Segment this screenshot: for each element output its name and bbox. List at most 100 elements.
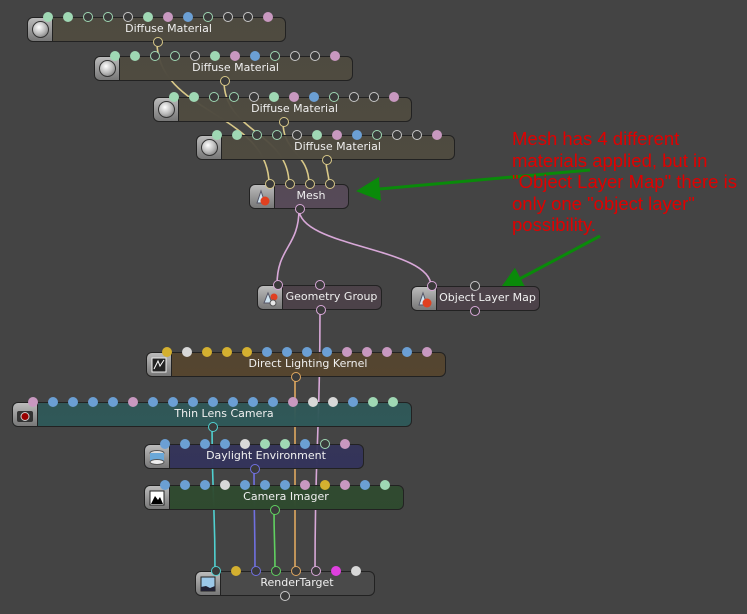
input-pin[interactable] bbox=[211, 566, 221, 576]
node-dm2[interactable]: Diffuse Material bbox=[94, 51, 353, 86]
input-pin[interactable] bbox=[312, 130, 322, 140]
node-dm1[interactable]: Diffuse Material bbox=[27, 12, 286, 47]
input-pin[interactable] bbox=[282, 347, 292, 357]
input-pin[interactable] bbox=[262, 347, 272, 357]
input-pin[interactable] bbox=[160, 439, 170, 449]
node-mesh[interactable]: Mesh bbox=[249, 179, 349, 214]
input-pin[interactable] bbox=[330, 51, 340, 61]
node-day[interactable]: Daylight Environment bbox=[144, 439, 364, 474]
input-pin[interactable] bbox=[222, 347, 232, 357]
input-pin[interactable] bbox=[320, 439, 330, 449]
input-pin[interactable] bbox=[200, 480, 210, 490]
input-pin[interactable] bbox=[223, 12, 233, 22]
input-pin[interactable] bbox=[331, 566, 341, 576]
input-pin[interactable] bbox=[300, 480, 310, 490]
input-pin[interactable] bbox=[270, 51, 280, 61]
input-pin[interactable] bbox=[148, 397, 158, 407]
input-pin[interactable] bbox=[243, 12, 253, 22]
input-pin[interactable] bbox=[265, 179, 275, 189]
input-pin[interactable] bbox=[168, 397, 178, 407]
input-pin[interactable] bbox=[310, 51, 320, 61]
input-pin[interactable] bbox=[382, 347, 392, 357]
input-pin[interactable] bbox=[203, 12, 213, 22]
input-pin[interactable] bbox=[285, 179, 295, 189]
input-pin[interactable] bbox=[349, 92, 359, 102]
input-pin[interactable] bbox=[200, 439, 210, 449]
input-pin[interactable] bbox=[209, 92, 219, 102]
node-tlc[interactable]: Thin Lens Camera bbox=[12, 397, 412, 432]
input-pin[interactable] bbox=[432, 130, 442, 140]
input-pin[interactable] bbox=[170, 51, 180, 61]
input-pin[interactable] bbox=[470, 281, 480, 291]
input-pin[interactable] bbox=[162, 347, 172, 357]
input-pin[interactable] bbox=[422, 347, 432, 357]
input-pin[interactable] bbox=[250, 51, 260, 61]
output-pin[interactable] bbox=[316, 305, 326, 315]
input-pin[interactable] bbox=[150, 51, 160, 61]
input-pin[interactable] bbox=[340, 480, 350, 490]
input-pin[interactable] bbox=[315, 280, 325, 290]
input-pin[interactable] bbox=[368, 397, 378, 407]
input-pin[interactable] bbox=[305, 179, 315, 189]
input-pin[interactable] bbox=[183, 12, 193, 22]
input-pin[interactable] bbox=[311, 566, 321, 576]
input-pin[interactable] bbox=[329, 92, 339, 102]
input-pin[interactable] bbox=[43, 12, 53, 22]
input-pin[interactable] bbox=[360, 480, 370, 490]
input-pin[interactable] bbox=[300, 439, 310, 449]
input-pin[interactable] bbox=[260, 480, 270, 490]
input-pin[interactable] bbox=[412, 130, 422, 140]
input-pin[interactable] bbox=[83, 12, 93, 22]
input-pin[interactable] bbox=[260, 439, 270, 449]
input-pin[interactable] bbox=[251, 566, 261, 576]
input-pin[interactable] bbox=[273, 280, 283, 290]
input-pin[interactable] bbox=[380, 480, 390, 490]
input-pin[interactable] bbox=[128, 397, 138, 407]
input-pin[interactable] bbox=[220, 439, 230, 449]
input-pin[interactable] bbox=[229, 92, 239, 102]
output-pin[interactable] bbox=[470, 306, 480, 316]
input-pin[interactable] bbox=[232, 130, 242, 140]
node-dm3[interactable]: Diffuse Material bbox=[153, 92, 412, 127]
input-pin[interactable] bbox=[63, 12, 73, 22]
input-pin[interactable] bbox=[68, 397, 78, 407]
input-pin[interactable] bbox=[48, 397, 58, 407]
input-pin[interactable] bbox=[212, 130, 222, 140]
input-pin[interactable] bbox=[272, 130, 282, 140]
input-pin[interactable] bbox=[108, 397, 118, 407]
output-pin[interactable] bbox=[295, 204, 305, 214]
output-pin[interactable] bbox=[280, 591, 290, 601]
input-pin[interactable] bbox=[202, 347, 212, 357]
input-pin[interactable] bbox=[292, 130, 302, 140]
input-pin[interactable] bbox=[302, 347, 312, 357]
input-pin[interactable] bbox=[220, 480, 230, 490]
output-pin[interactable] bbox=[153, 37, 163, 47]
input-pin[interactable] bbox=[188, 397, 198, 407]
input-pin[interactable] bbox=[291, 566, 301, 576]
input-pin[interactable] bbox=[88, 397, 98, 407]
input-pin[interactable] bbox=[28, 397, 38, 407]
input-pin[interactable] bbox=[248, 397, 258, 407]
input-pin[interactable] bbox=[348, 397, 358, 407]
node-rt[interactable]: RenderTarget bbox=[195, 566, 375, 601]
input-pin[interactable] bbox=[280, 480, 290, 490]
input-pin[interactable] bbox=[369, 92, 379, 102]
input-pin[interactable] bbox=[309, 92, 319, 102]
input-pin[interactable] bbox=[372, 130, 382, 140]
node-gg[interactable]: Geometry Group bbox=[257, 280, 382, 315]
input-pin[interactable] bbox=[392, 130, 402, 140]
output-pin[interactable] bbox=[270, 505, 280, 515]
output-pin[interactable] bbox=[322, 155, 332, 165]
input-pin[interactable] bbox=[322, 347, 332, 357]
input-pin[interactable] bbox=[268, 397, 278, 407]
input-pin[interactable] bbox=[208, 397, 218, 407]
input-pin[interactable] bbox=[160, 480, 170, 490]
input-pin[interactable] bbox=[103, 12, 113, 22]
input-pin[interactable] bbox=[123, 12, 133, 22]
input-pin[interactable] bbox=[328, 397, 338, 407]
input-pin[interactable] bbox=[308, 397, 318, 407]
input-pin[interactable] bbox=[269, 92, 279, 102]
input-pin[interactable] bbox=[210, 51, 220, 61]
input-pin[interactable] bbox=[242, 347, 252, 357]
input-pin[interactable] bbox=[110, 51, 120, 61]
